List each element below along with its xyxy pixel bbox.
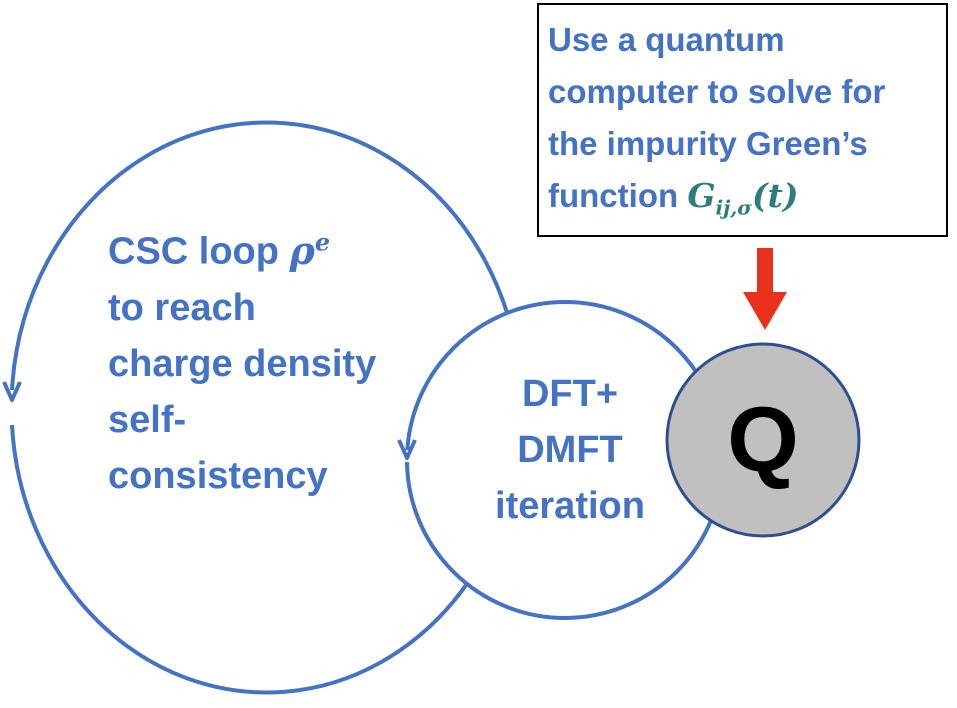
outer-loop-line-5: consistency [108, 454, 328, 497]
green-function-symbol: Gij,σ(t) [687, 176, 799, 220]
outer-loop-line-2: to reach [108, 286, 256, 329]
outer-loop-arrowhead [2, 381, 22, 402]
solver-line-4: function Gij,σ(t) [548, 176, 799, 220]
solver-box [537, 3, 948, 237]
quantum-node-label: Q [727, 389, 799, 491]
inner-loop-line-2: DMFT [517, 429, 623, 471]
inner-loop-label: DFT+ DMFT iteration [480, 366, 660, 534]
outer-loop-label: CSC loop ρe to reach charge density self… [108, 214, 376, 504]
solver-line-3: the impurity Green’s [548, 125, 868, 162]
red-arrow-head [743, 292, 787, 330]
solver-line-2: computer to solve for [548, 73, 886, 110]
red-arrow-shaft [757, 248, 773, 294]
inner-loop-line-1: DFT+ [521, 373, 619, 415]
rho-symbol: ρe [289, 227, 331, 273]
solver-box-text: Use a quantum computer to solve for the … [548, 14, 885, 234]
inner-loop-line-3: iteration [495, 485, 645, 527]
inner-loop-arrowhead [397, 439, 417, 460]
outer-loop-line-1: CSC loop ρe [108, 227, 331, 273]
quantum-node-circle [665, 342, 861, 538]
solver-line-1: Use a quantum [548, 21, 785, 58]
outer-loop-line-3: charge density [108, 342, 377, 385]
outer-loop-line-4: self- [108, 398, 187, 441]
